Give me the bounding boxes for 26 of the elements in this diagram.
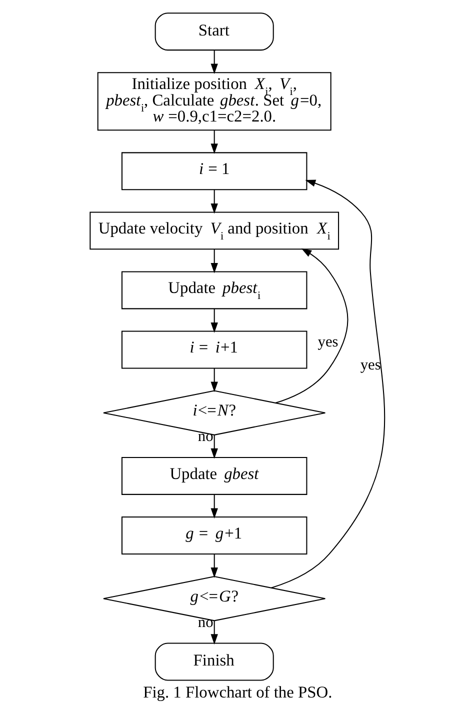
arrow [210, 554, 218, 578]
caption: Fig. 1 Flowchart of the PSO. [142, 682, 332, 701]
arrow [210, 368, 218, 392]
arrow [210, 248, 218, 273]
edge-label: yes [360, 356, 380, 373]
node-box: g = g+1 [120, 516, 307, 554]
arrow [210, 50, 218, 74]
node-box: Initialize position X$_{i}$, V$_{i}$, pbest$_{i}$, Calculate gbest. Set g=0, w =0.9,c1=c2=2.0. [96, 72, 331, 130]
node-box: i = i+1 [120, 330, 307, 368]
node-box: i = 1 [120, 152, 307, 190]
node-box: Update gbest [120, 456, 307, 494]
node-diamond: g<=G? [102, 576, 326, 621]
arrow [275, 248, 348, 403]
arrow [210, 308, 218, 332]
node-box: Update velocity V$_{i}$ and position X$_{i}$ [89, 211, 339, 250]
node-box: Start [154, 12, 274, 50]
node-box: Update pbest$_{i}$ [120, 270, 307, 309]
node-box: Finish [154, 642, 274, 680]
arrow [270, 179, 385, 588]
edge-label: yes [317, 332, 338, 350]
arrow [210, 434, 218, 458]
arrow [210, 620, 218, 644]
arrow [210, 189, 218, 214]
arrow [210, 130, 218, 154]
arrow [210, 494, 218, 518]
node-diamond: i<=N? [102, 390, 326, 435]
